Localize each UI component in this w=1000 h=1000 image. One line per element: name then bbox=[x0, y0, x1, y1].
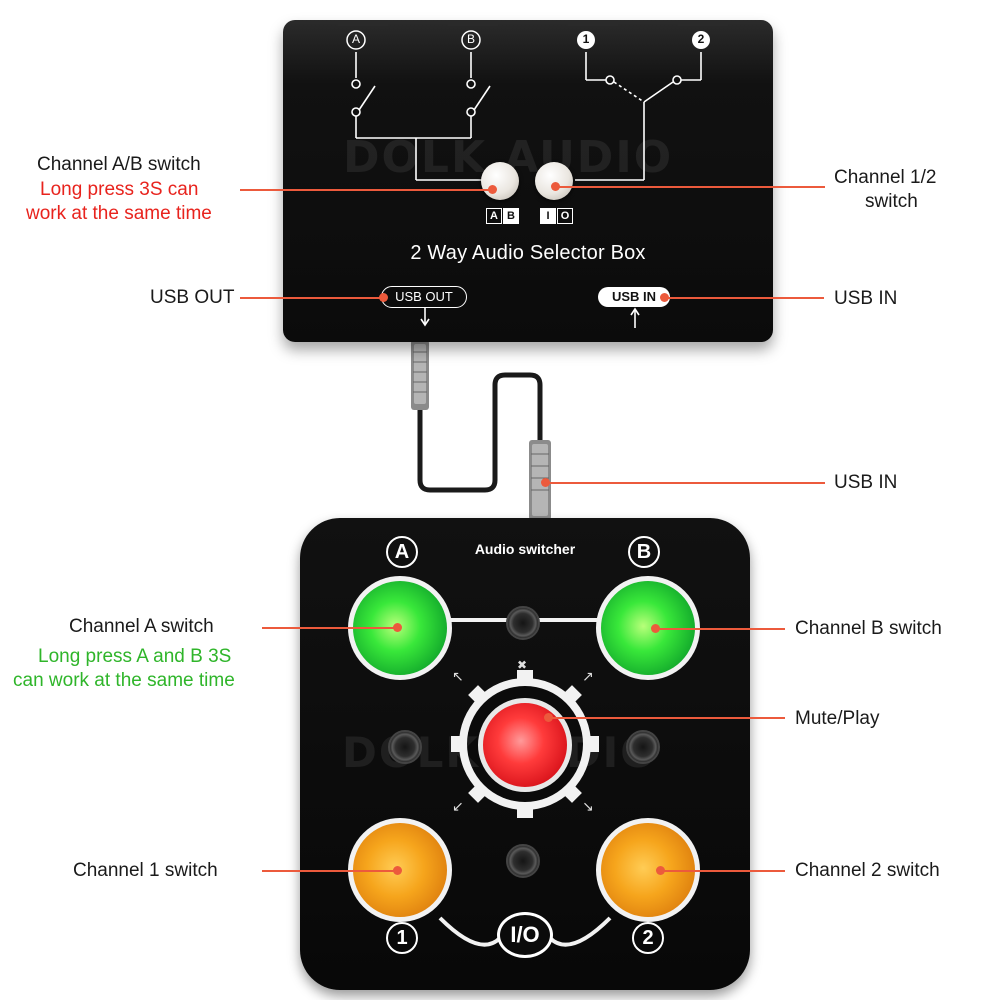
leader-channel-2-dot bbox=[656, 866, 665, 875]
pad-label-2: 2 bbox=[632, 922, 664, 954]
usb-cables bbox=[411, 340, 551, 520]
leader-channel-1-dot bbox=[393, 866, 402, 875]
callout-mute-play: Mute/Play bbox=[795, 708, 880, 729]
box-title: 2 Way Audio Selector Box bbox=[410, 242, 646, 264]
pad-title: Audio switcher bbox=[474, 541, 576, 557]
leader-usb-out bbox=[240, 297, 383, 299]
toggle-bottom[interactable] bbox=[506, 844, 540, 878]
arrow-upleft-icon: ↖ bbox=[452, 668, 464, 684]
leader-ab bbox=[240, 189, 490, 191]
callout-usb-out: USB OUT bbox=[150, 287, 235, 308]
callout-ch12-1: Channel 1/2 bbox=[834, 167, 937, 188]
switch-schematic bbox=[338, 20, 728, 328]
callout-channel-2: Channel 2 switch bbox=[795, 860, 940, 881]
leader-channel-1 bbox=[262, 870, 397, 872]
mute-play-button[interactable] bbox=[478, 698, 572, 792]
callout-ab-long-1: Long press A and B 3S bbox=[38, 646, 232, 667]
toggle-left[interactable] bbox=[388, 730, 422, 764]
ab-switch-knob[interactable] bbox=[481, 162, 519, 200]
pad-io-label: I/O bbox=[497, 912, 553, 958]
leader-channel-2 bbox=[660, 870, 785, 872]
leader-usb-in-top-dot bbox=[660, 293, 669, 302]
leader-channel-b bbox=[655, 628, 785, 630]
usb-out-port[interactable]: USB OUT bbox=[381, 286, 467, 308]
callout-ab-switch: Channel A/B switch bbox=[37, 154, 201, 175]
callout-channel-b: Channel B switch bbox=[795, 618, 942, 639]
arrow-upright-icon: ↗ bbox=[582, 668, 594, 684]
leader-usb-in-pad bbox=[545, 482, 825, 484]
pad-label-b: B bbox=[628, 536, 660, 568]
leader-ch12 bbox=[555, 186, 825, 188]
toggle-right[interactable] bbox=[626, 730, 660, 764]
callout-ab-note-2: work at the same time bbox=[26, 203, 212, 224]
toggle-top[interactable] bbox=[506, 606, 540, 640]
callout-usb-in-pad: USB IN bbox=[834, 472, 898, 493]
leader-mute-play-dot bbox=[544, 713, 553, 722]
arrow-downright-icon: ↘ bbox=[582, 798, 594, 814]
leader-channel-b-dot bbox=[651, 624, 660, 633]
usb-in-port[interactable]: USB IN bbox=[598, 287, 670, 307]
callout-usb-in-top: USB IN bbox=[834, 288, 898, 309]
leader-usb-out-dot bbox=[379, 293, 388, 302]
leader-channel-a bbox=[262, 627, 397, 629]
pad-label-a: A bbox=[386, 536, 418, 568]
arrow-downleft-icon: ↙ bbox=[452, 798, 464, 814]
leader-ch12-dot bbox=[551, 182, 560, 191]
label-channel-b: B bbox=[466, 32, 475, 46]
audio-switcher-pad: Audio switcher A B DOLK AUDIO bbox=[300, 518, 750, 990]
leader-ab-dot bbox=[488, 185, 497, 194]
label-channel-1: 1 bbox=[582, 32, 590, 46]
label-channel-2: 2 bbox=[697, 32, 705, 46]
ch12-switch-knob[interactable] bbox=[535, 162, 573, 200]
callout-channel-1: Channel 1 switch bbox=[73, 860, 218, 881]
callout-ch12-2: switch bbox=[865, 191, 918, 212]
leader-channel-a-dot bbox=[393, 623, 402, 632]
mute-icon: ✖ bbox=[517, 658, 528, 672]
callout-channel-a: Channel A switch bbox=[69, 616, 214, 637]
leader-mute-play bbox=[548, 717, 785, 719]
label-channel-a: A bbox=[351, 32, 360, 46]
callout-ab-note-1: Long press 3S can bbox=[40, 179, 199, 200]
pad-label-1: 1 bbox=[386, 922, 418, 954]
leader-usb-in-top bbox=[664, 297, 824, 299]
callout-ab-long-2: can work at the same time bbox=[13, 670, 235, 691]
leader-usb-in-pad-dot bbox=[541, 478, 550, 487]
